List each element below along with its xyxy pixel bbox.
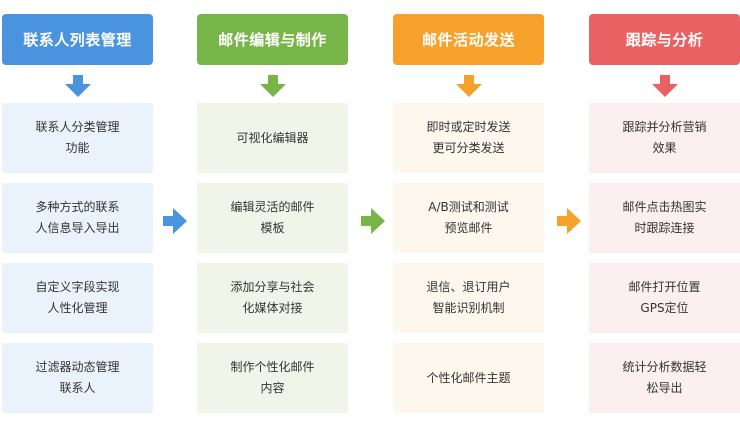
feature-line: 跟踪并分析营销	[622, 120, 707, 134]
feature-line: 人信息导入导出	[35, 221, 120, 235]
feature-line: 邮件打开位置	[628, 280, 701, 294]
column-contact-list-management: 联系人列表管理 联系人分类管理功能 多种方式的联系人信息导入导出 自定义字段实现…	[2, 14, 153, 423]
feature-line: 多种方式的联系	[35, 200, 120, 214]
feature-line: 智能识别机制	[432, 301, 505, 315]
feature-card: 过滤器动态管理联系人	[2, 343, 153, 413]
feature-card: A/B测试和测试预览邮件	[393, 183, 544, 253]
column-header: 邮件编辑与制作	[197, 14, 348, 65]
feature-line: 人性化管理	[47, 301, 108, 315]
down-arrow-icon	[2, 65, 153, 103]
feature-card: 个性化邮件主题	[393, 343, 544, 413]
feature-line: 退信、退订用户	[426, 280, 511, 294]
down-arrow-icon	[589, 65, 740, 103]
feature-line: 添加分享与社会	[230, 280, 315, 294]
feature-line: 自定义字段实现	[35, 280, 120, 294]
feature-card: 添加分享与社会化媒体对接	[197, 263, 348, 333]
feature-line: 时跟踪连接	[634, 221, 695, 235]
down-arrow-icon	[393, 65, 544, 103]
feature-line: 制作个性化邮件	[230, 360, 315, 374]
column-email-editing: 邮件编辑与制作 可视化编辑器 编辑灵活的邮件模板 添加分享与社会化媒体对接 制作…	[197, 14, 348, 423]
feature-line: 统计分析数据轻	[622, 360, 707, 374]
feature-card: 跟踪并分析营销效果	[589, 103, 740, 173]
feature-line: 联系人	[59, 381, 96, 395]
feature-line: 功能	[65, 141, 90, 155]
feature-line: GPS定位	[640, 301, 689, 315]
feature-line: 化媒体对接	[242, 301, 303, 315]
column-header: 联系人列表管理	[2, 14, 153, 65]
right-arrow-icon	[557, 208, 581, 238]
feature-card: 自定义字段实现人性化管理	[2, 263, 153, 333]
feature-line: 可视化编辑器	[236, 130, 309, 145]
column-tracking-analysis: 跟踪与分析 跟踪并分析营销效果 邮件点击热图实时跟踪连接 邮件打开位置 GPS定位…	[589, 14, 740, 423]
feature-line: 效果	[652, 141, 677, 155]
feature-line: 过滤器动态管理	[35, 360, 120, 374]
feature-card: 可视化编辑器	[197, 103, 348, 173]
feature-line: 更可分类发送	[432, 141, 505, 155]
feature-card: 即时或定时发送更可分类发送	[393, 103, 544, 173]
feature-line: 模板	[260, 221, 285, 235]
feature-line: 邮件点击热图实	[622, 200, 707, 214]
feature-line: 即时或定时发送	[426, 120, 511, 134]
feature-line: 内容	[260, 381, 285, 395]
feature-line: 编辑灵活的邮件	[230, 200, 315, 214]
feature-card: 退信、退订用户智能识别机制	[393, 263, 544, 333]
feature-card: 邮件点击热图实时跟踪连接	[589, 183, 740, 253]
feature-line: A/B测试和测试	[428, 200, 509, 214]
feature-line: 松导出	[646, 381, 683, 395]
feature-card: 制作个性化邮件内容	[197, 343, 348, 413]
column-header: 邮件活动发送	[393, 14, 544, 65]
feature-card: 多种方式的联系人信息导入导出	[2, 183, 153, 253]
feature-card: 邮件打开位置 GPS定位	[589, 263, 740, 333]
right-arrow-icon	[361, 208, 385, 238]
feature-card: 联系人分类管理功能	[2, 103, 153, 173]
column-header: 跟踪与分析	[589, 14, 740, 65]
feature-card: 编辑灵活的邮件模板	[197, 183, 348, 253]
feature-line: 预览邮件	[444, 221, 493, 235]
feature-line: 个性化邮件主题	[426, 370, 511, 385]
feature-card: 统计分析数据轻松导出	[589, 343, 740, 413]
feature-line: 联系人分类管理	[35, 120, 120, 134]
right-arrow-icon	[163, 208, 187, 238]
down-arrow-icon	[197, 65, 348, 103]
column-campaign-sending: 邮件活动发送 即时或定时发送更可分类发送 A/B测试和测试预览邮件 退信、退订用…	[393, 14, 544, 423]
